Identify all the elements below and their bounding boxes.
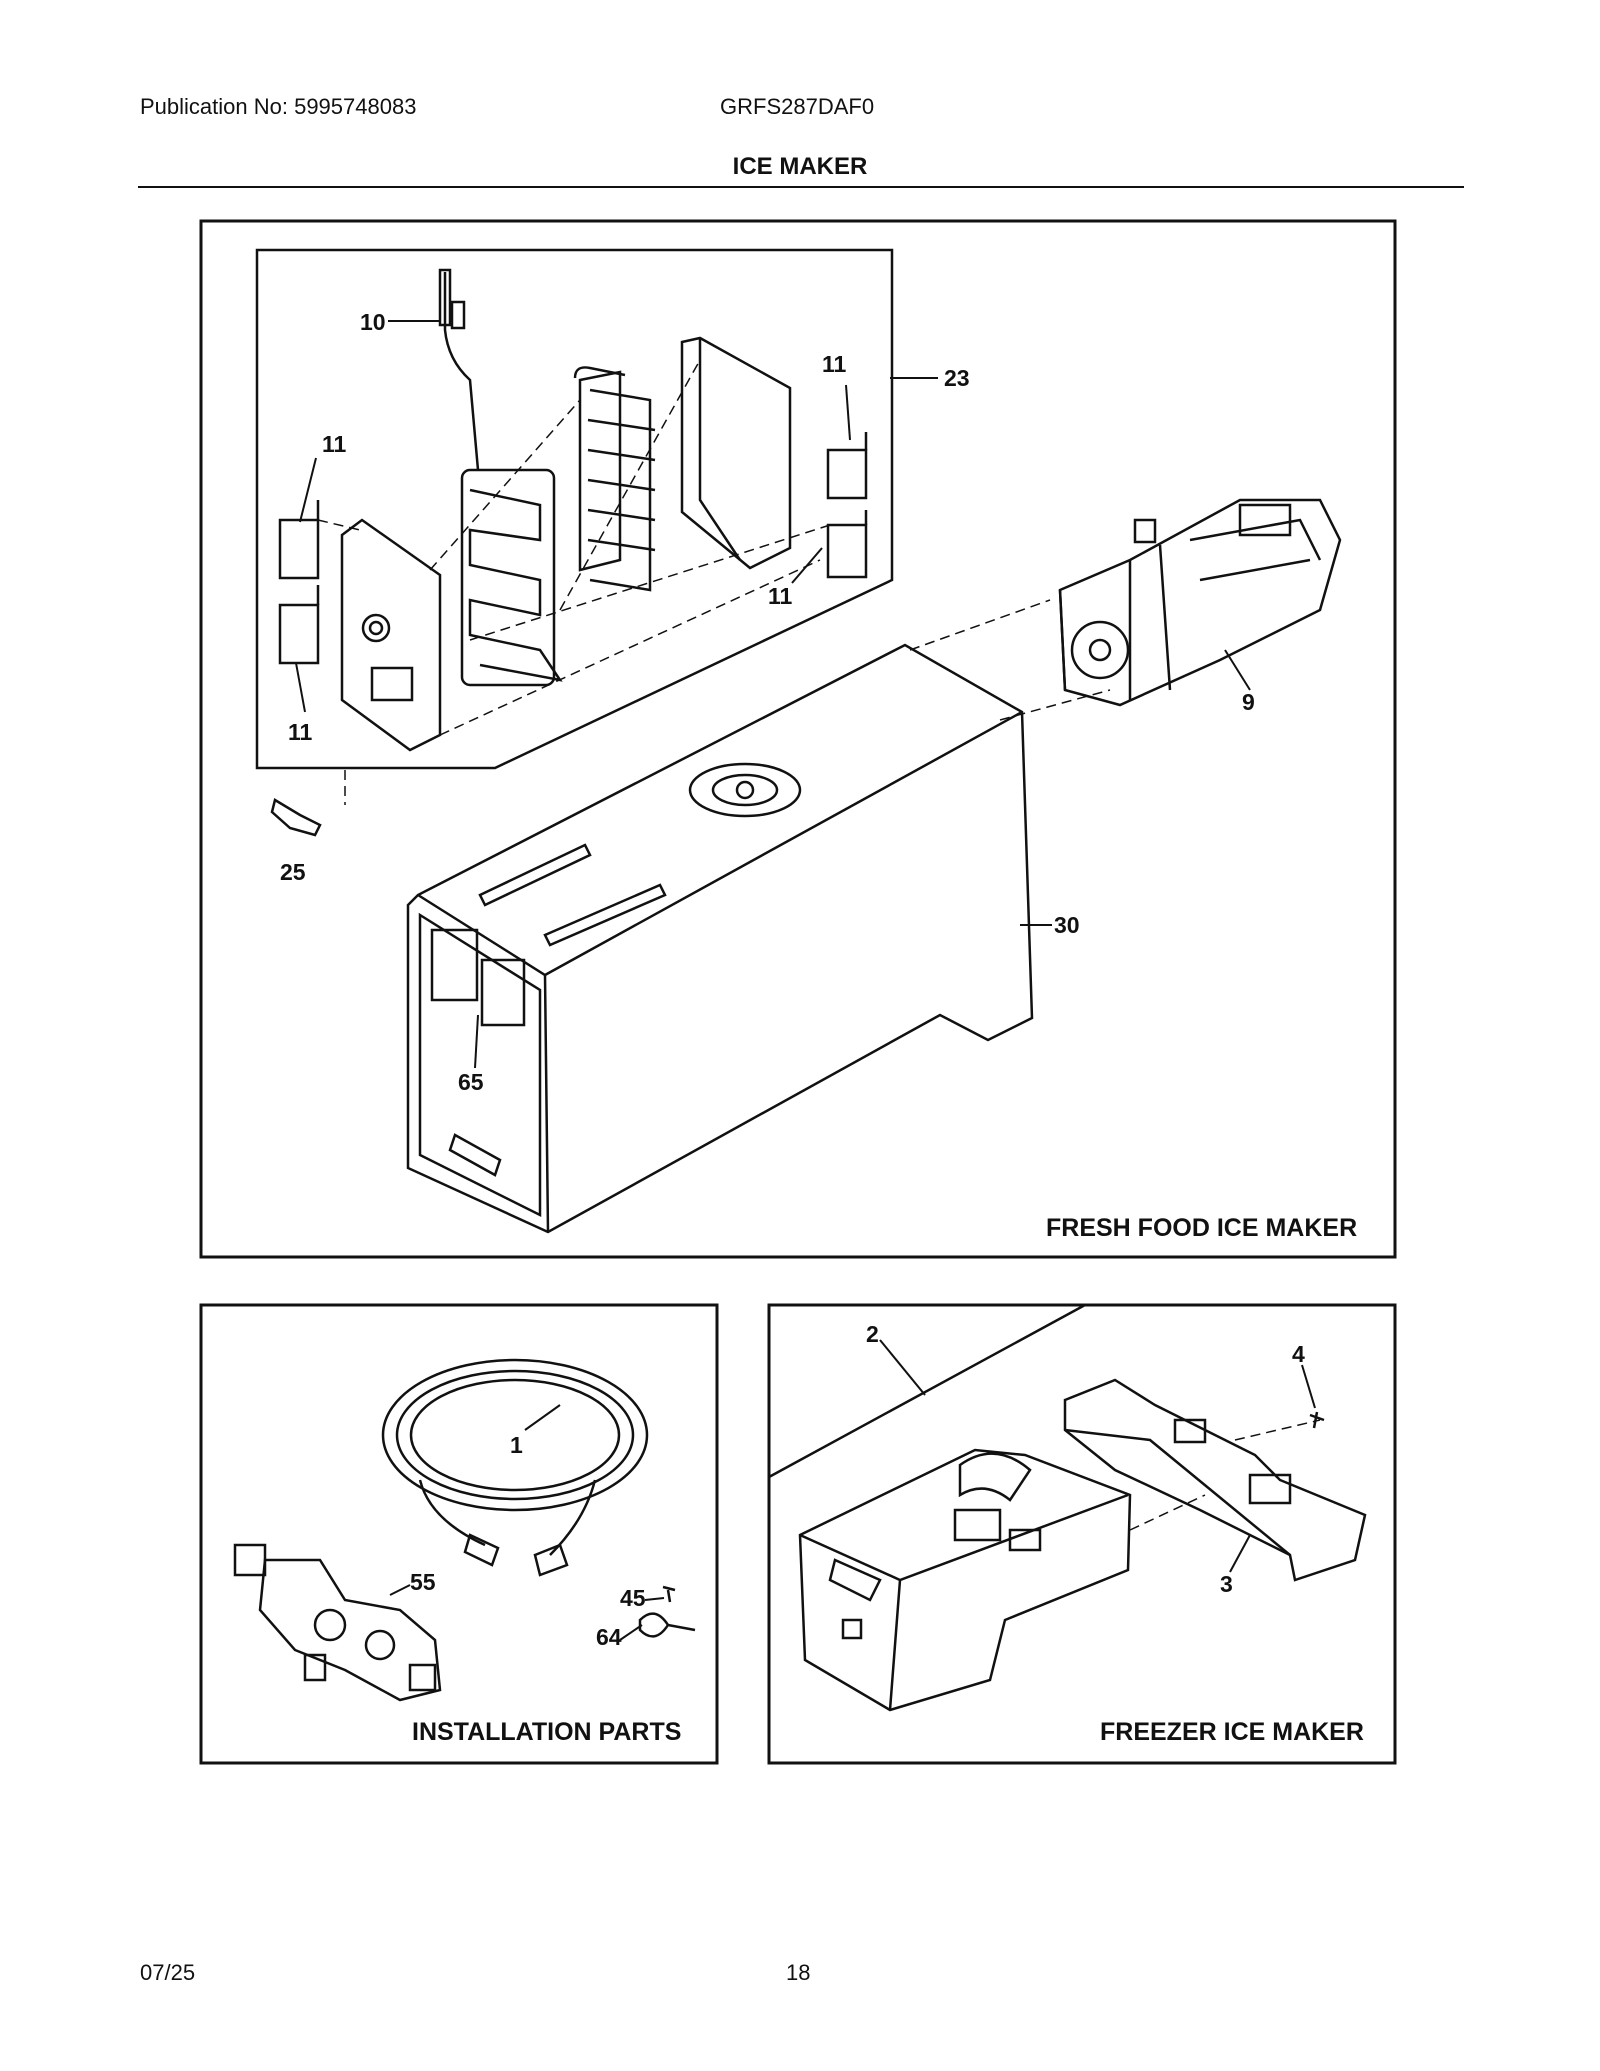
callout-1: 1 [510, 1432, 523, 1458]
evaporator-coil [468, 488, 563, 682]
callout-11-right-top: 11 [822, 351, 847, 377]
insulation-pad-top-right [826, 432, 868, 500]
ice-bucket [406, 643, 1034, 1234]
thermistor-wire [443, 272, 480, 471]
tube-fitting-right [533, 1543, 569, 1577]
water-tube-coil [381, 1358, 649, 1556]
installation-panel-frame [199, 1303, 719, 1765]
callout-9: 9 [1242, 689, 1255, 715]
header-rule [138, 186, 1464, 188]
screw [662, 1585, 676, 1603]
callout-64: 64 [596, 1624, 622, 1650]
freezer-caption: FREEZER ICE MAKER [1100, 1718, 1364, 1746]
wire-connector [270, 798, 322, 837]
fresh-food-caption: FRESH FOOD ICE MAKER [1046, 1214, 1357, 1242]
callout-25: 25 [280, 859, 306, 885]
water-valve [233, 1543, 442, 1702]
callout-11-right-bottom: 11 [768, 583, 793, 609]
ice-maker-module [1058, 498, 1342, 707]
fresh-food-panel-frame [199, 219, 1397, 1259]
callout-65: 65 [458, 1069, 484, 1095]
deflector-plate [680, 336, 792, 570]
callout-10: 10 [360, 309, 386, 335]
callout-3: 3 [1220, 1571, 1233, 1597]
callout-2: 2 [866, 1321, 879, 1347]
assembly-23-frame [255, 248, 894, 770]
callout-leaders [295, 320, 1316, 1641]
assembly-2-frame [767, 1303, 1397, 1765]
alignment-lines [317, 359, 1111, 805]
callout-30: 30 [1054, 912, 1080, 938]
installation-caption: INSTALLATION PARTS [412, 1718, 681, 1746]
page-title: ICE MAKER [732, 153, 868, 180]
callout-45: 45 [620, 1585, 646, 1611]
fin-heater [573, 366, 656, 592]
freezer-ice-maker-housing [798, 1448, 1132, 1712]
footer-page-number: 18 [786, 1960, 811, 1985]
callout-23: 23 [944, 365, 970, 391]
callout-11-left-top: 11 [322, 431, 347, 457]
insulation-pad-top-left [278, 500, 320, 580]
model-number: GRFS287DAF0 [720, 94, 875, 119]
callout-11-left-bottom: 11 [288, 719, 313, 745]
footer-date: 07/25 [140, 1960, 196, 1985]
publication-number: Publication No: 5995748083 [140, 94, 417, 119]
callout-55: 55 [410, 1569, 436, 1595]
insulation-pad-bottom-right [826, 510, 868, 579]
mounting-screw [1309, 1411, 1325, 1429]
freezer-ice-maker-cover [1063, 1378, 1367, 1582]
tube-clamp [638, 1612, 696, 1638]
callout-4: 4 [1292, 1341, 1305, 1367]
evaporator-cover [340, 518, 442, 752]
insulation-pad-bottom-left [278, 585, 320, 665]
tube-fitting-left [463, 1533, 500, 1567]
